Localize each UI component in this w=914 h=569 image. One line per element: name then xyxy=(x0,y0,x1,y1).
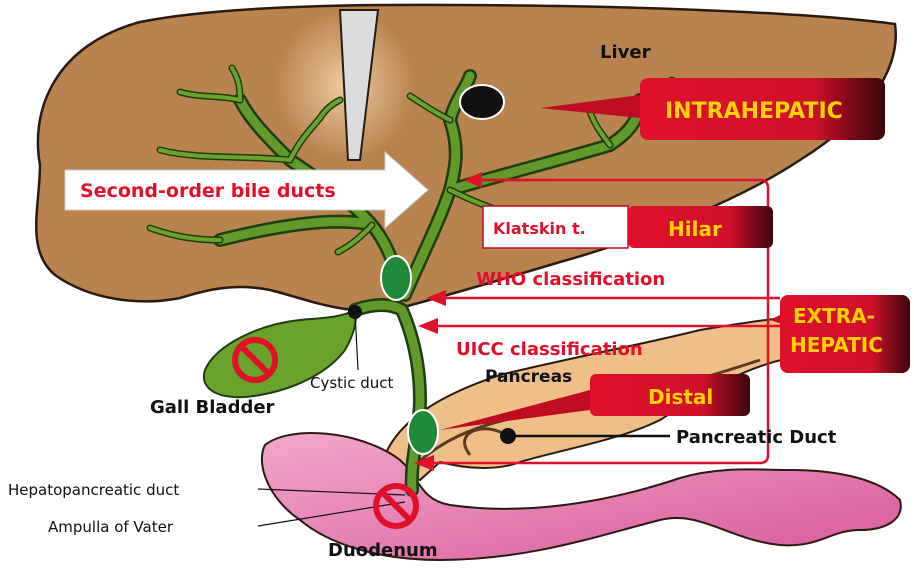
uicc-label: UICC classification xyxy=(456,339,643,360)
duodenum-label: Duodenum xyxy=(328,540,438,561)
second-order-label: Second-order bile ducts xyxy=(80,180,336,202)
intrahepatic-tumor xyxy=(460,85,504,119)
distal-label: Distal xyxy=(648,385,713,409)
distal-tumor xyxy=(408,410,438,454)
hilar-tumor xyxy=(381,256,411,300)
gall-bladder-label: Gall Bladder xyxy=(150,397,275,418)
ampulla-label: Ampulla of Vater xyxy=(48,518,174,536)
extrahepatic-label-line2: HEPATIC xyxy=(790,333,883,357)
who-label: WHO classification xyxy=(476,269,665,290)
pancreatic-duct-label: Pancreatic Duct xyxy=(676,427,837,448)
cystic-duct-label: Cystic duct xyxy=(310,374,394,392)
liver-label: Liver xyxy=(600,42,651,63)
hilar-label: Hilar xyxy=(668,217,722,241)
hepatopancreatic-duct-label: Hepatopancreatic duct xyxy=(8,481,179,499)
who-arrow xyxy=(426,290,780,306)
pancreas-label: Pancreas xyxy=(485,367,572,387)
extrahepatic-label-line1: EXTRA- xyxy=(793,304,875,328)
intrahepatic-label: INTRAHEPATIC xyxy=(665,99,843,124)
klatskin-label: Klatskin t. xyxy=(493,219,586,238)
